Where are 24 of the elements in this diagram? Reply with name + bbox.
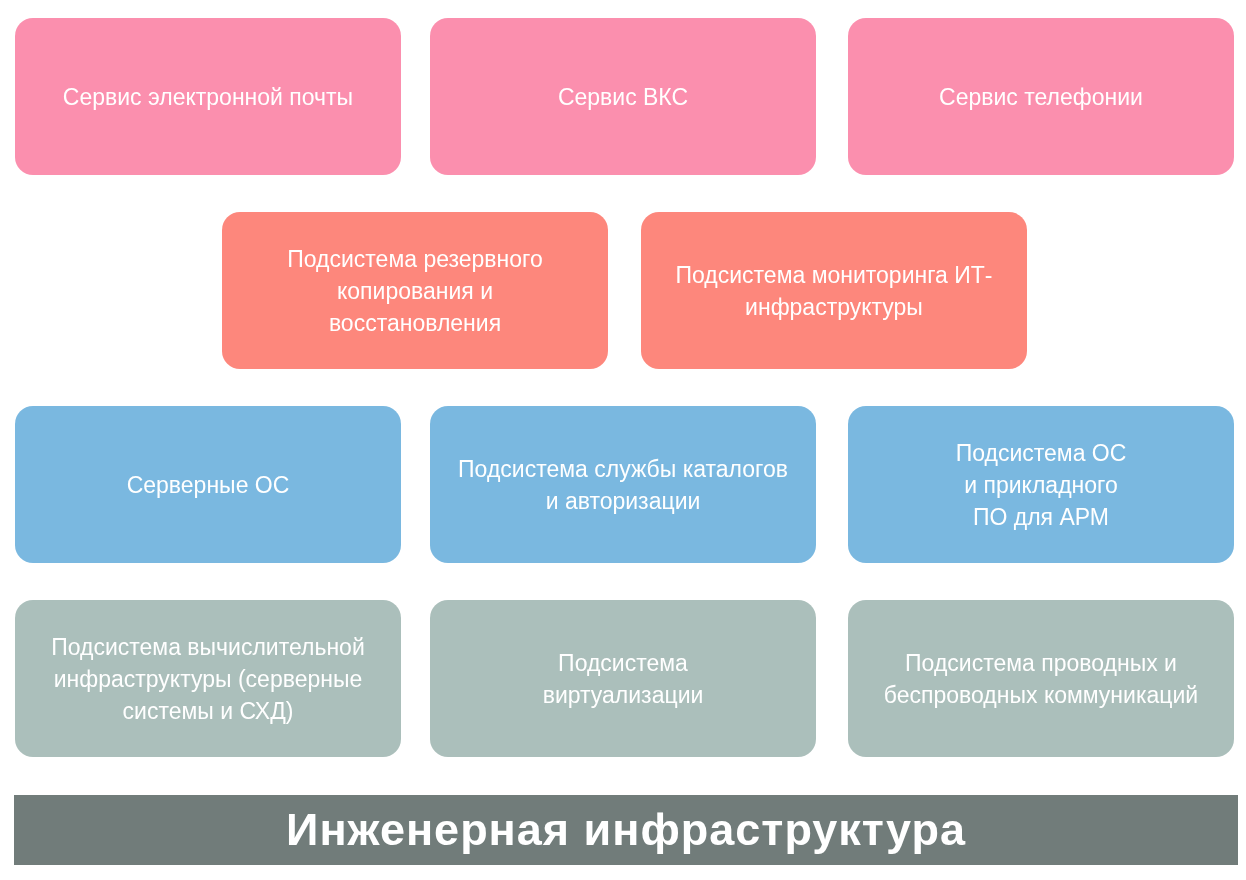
box-label: Серверные ОС (126, 470, 290, 500)
infrastructure-band (14, 795, 1238, 865)
infrastructure-box (848, 600, 1234, 757)
box-label: Подсистема проводных и беспроводных коммуникаций (882, 648, 1200, 710)
box-label: Сервис электронной почты (62, 82, 354, 112)
software-box (430, 406, 816, 563)
service-box (15, 18, 401, 175)
subsystem-box (222, 212, 608, 369)
service-box (430, 18, 816, 175)
software-box (15, 406, 401, 563)
box-label: Сервис ВКС (557, 82, 689, 112)
box-label: Сервис телефонии (939, 82, 1143, 112)
service-box (848, 18, 1234, 175)
software-box (848, 406, 1234, 563)
band-title: Инженерная инфраструктура (286, 803, 966, 857)
infrastructure-box (430, 600, 816, 757)
subsystem-box (641, 212, 1027, 369)
box-label: Подсистема вычислительной инфраструктуры (серверные системы и СХД) (50, 632, 366, 726)
box-label: Подсистема мониторинга ИТ- инфраструктуры (674, 260, 994, 322)
box-label: Подсистема виртуализации (541, 648, 705, 710)
box-label: Подсистема резервного копирования и восстановления (286, 244, 544, 338)
box-label: Подсистема службы каталогов и авторизации (458, 454, 788, 516)
infrastructure-box (15, 600, 401, 757)
box-label: Подсистема ОС и прикладного ПО для АРМ (954, 438, 1128, 532)
